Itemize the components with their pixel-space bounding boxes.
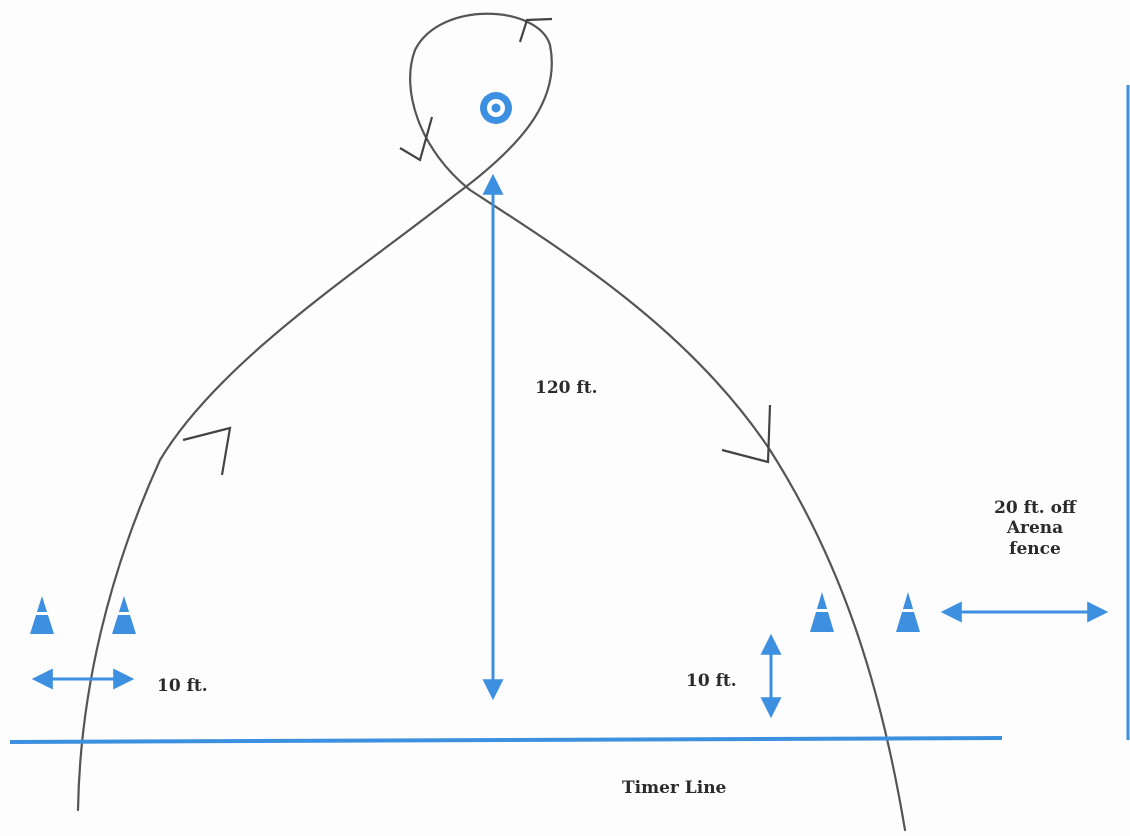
cone-icon — [30, 596, 54, 634]
cone-icon — [112, 596, 136, 634]
rider-path — [76, 12, 907, 832]
direction-arrow-right — [721, 404, 772, 464]
cone-icon — [896, 592, 920, 632]
fence-label-line1: 20 ft. off — [994, 498, 1076, 518]
barrel-target-icon — [480, 92, 512, 124]
direction-arrow-loop — [399, 116, 434, 162]
vertical-distance-label: 120 ft. — [535, 378, 598, 398]
direction-arrow-left — [182, 426, 232, 476]
timer-line-label: Timer Line — [622, 778, 727, 798]
left-spacing-label: 10 ft. — [157, 676, 208, 696]
fence-distance-label: 20 ft. off Arena fence — [981, 498, 1089, 559]
direction-arrow-top — [518, 17, 553, 43]
timer-line — [9, 736, 1003, 744]
cone-icon — [810, 592, 834, 632]
right-spacing-label: 10 ft. — [686, 671, 737, 691]
fence-label-line3: fence — [1009, 538, 1061, 559]
fence-label-line2: Arena — [1006, 518, 1064, 539]
